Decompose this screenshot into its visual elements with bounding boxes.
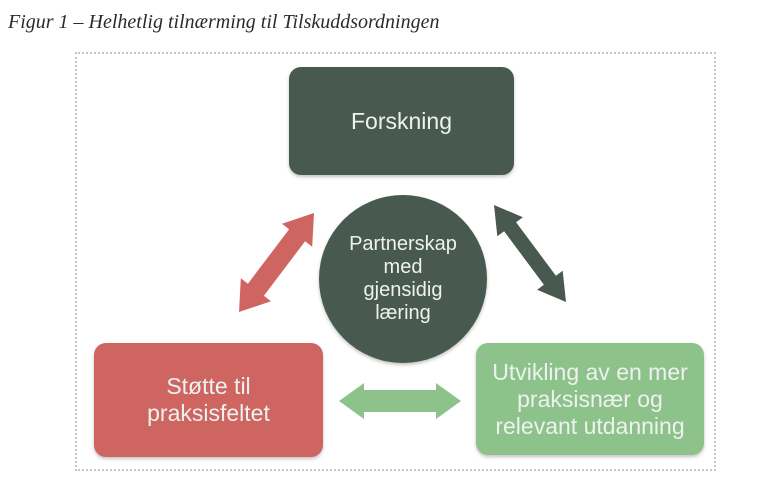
- utvikling-label: Utvikling av en mer praksisnær og releva…: [492, 358, 688, 439]
- stotte-box: Støtte til praksisfeltet: [94, 343, 323, 457]
- forskning-label: Forskning: [351, 107, 452, 134]
- partnerskap-circle: Partnerskap med gjensidig læring: [319, 195, 487, 363]
- dark-green-double-arrow: [494, 205, 566, 302]
- diagram-frame: Forskning Partnerskap med gjensidig læri…: [75, 52, 716, 471]
- partnerskap-label: Partnerskap med gjensidig læring: [349, 233, 457, 324]
- red-double-arrow: [239, 213, 314, 312]
- figure-caption: Figur 1 – Helhetlig tilnærming til Tilsk…: [8, 11, 440, 33]
- forskning-box: Forskning: [289, 67, 514, 175]
- light-green-double-arrow: [339, 383, 461, 419]
- utvikling-box: Utvikling av en mer praksisnær og releva…: [476, 343, 704, 455]
- stotte-label: Støtte til praksisfeltet: [147, 373, 270, 426]
